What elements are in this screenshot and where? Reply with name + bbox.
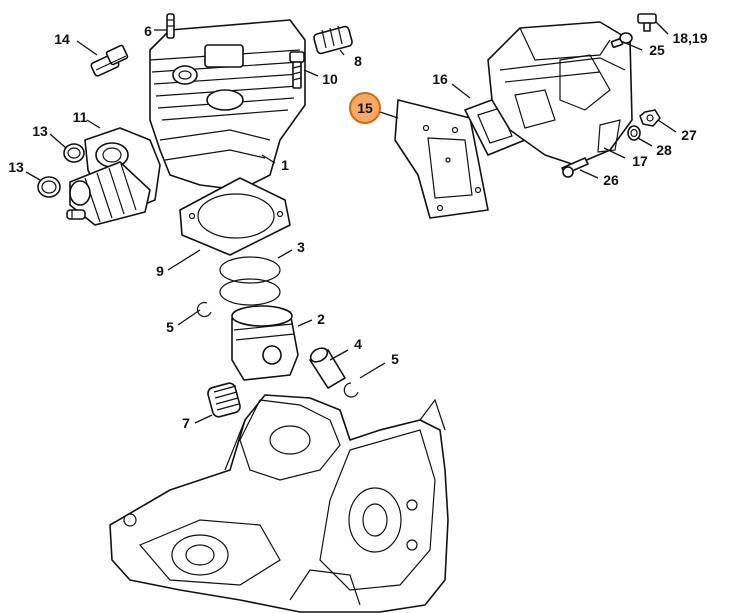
callout-9[interactable]: 9 — [156, 263, 164, 279]
callout-15[interactable]: 15 — [357, 100, 373, 116]
callout-25[interactable]: 25 — [649, 42, 665, 58]
cylinder-part[interactable] — [149, 19, 306, 191]
callout-5a[interactable]: 5 — [166, 319, 174, 335]
callout-6[interactable]: 6 — [144, 23, 152, 39]
spark-plug-part-8[interactable] — [313, 25, 353, 55]
piston-rings-part-3[interactable] — [219, 256, 281, 306]
ring-part-13b[interactable] — [37, 176, 61, 198]
piston-pin-part-4[interactable] — [308, 345, 346, 389]
callout-17[interactable]: 17 — [632, 153, 648, 169]
muffler-part-17[interactable] — [487, 21, 633, 166]
decompression-valve-part[interactable] — [90, 44, 129, 77]
callout-8[interactable]: 8 — [354, 53, 362, 69]
callout-labels: 14 6 8 10 11 13 13 1 9 3 5 2 4 5 7 16 17… — [8, 23, 708, 431]
intake-boot-part[interactable] — [69, 161, 151, 226]
callout-1[interactable]: 1 — [281, 157, 289, 173]
highlighted-callout-15[interactable]: 15 — [349, 92, 381, 124]
screw-part-10[interactable] — [289, 51, 305, 89]
callout-16[interactable]: 16 — [432, 71, 448, 87]
callout-18-19[interactable]: 18,19 — [672, 30, 707, 46]
circlip-part-5a[interactable] — [196, 301, 212, 318]
needle-cage-part-7[interactable] — [207, 382, 242, 418]
stud-part-26[interactable] — [561, 157, 589, 178]
callout-26[interactable]: 26 — [603, 172, 619, 188]
callout-28[interactable]: 28 — [656, 142, 672, 158]
stud-part-6[interactable] — [166, 13, 175, 39]
ring-part-13a[interactable] — [63, 143, 85, 163]
bolt-part-18-19[interactable] — [637, 13, 657, 32]
callout-11[interactable]: 11 — [73, 109, 88, 125]
callout-13b[interactable]: 13 — [8, 159, 24, 175]
piston-part-2[interactable] — [231, 305, 299, 381]
leader-lines — [25, 21, 677, 424]
callout-3[interactable]: 3 — [297, 239, 305, 255]
callout-5b[interactable]: 5 — [391, 351, 399, 367]
callout-2[interactable]: 2 — [317, 311, 325, 327]
washer-part-28[interactable] — [627, 125, 641, 141]
callout-10[interactable]: 10 — [322, 71, 338, 87]
callout-4[interactable]: 4 — [354, 336, 362, 352]
callout-14[interactable]: 14 — [54, 31, 70, 47]
crankcase-part — [109, 394, 449, 613]
small-screw-part[interactable] — [66, 209, 86, 220]
cylinder-gasket-part-9[interactable] — [179, 177, 291, 256]
callout-7[interactable]: 7 — [182, 415, 190, 431]
nut-part-27[interactable] — [639, 109, 661, 127]
callout-13a[interactable]: 13 — [32, 123, 48, 139]
circlip-part-5b[interactable] — [343, 382, 359, 398]
callout-27[interactable]: 27 — [681, 127, 697, 143]
highlight-circle — [349, 92, 381, 124]
